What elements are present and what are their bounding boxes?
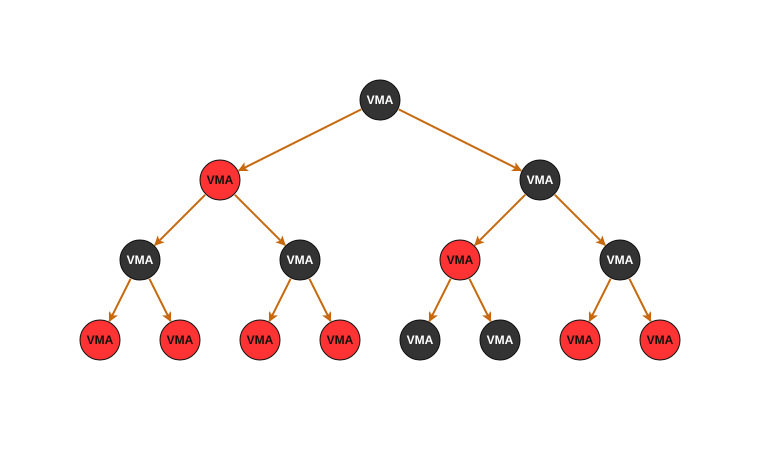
edge-n1-n3 — [154, 194, 206, 246]
node-label: VMA — [287, 253, 314, 267]
node-label: VMA — [207, 173, 234, 187]
node-circle — [479, 319, 521, 361]
tree-node-red: VMA — [239, 319, 281, 361]
node-label: VMA — [607, 253, 634, 267]
node-label: VMA — [647, 333, 674, 347]
tree-node-red: VMA — [639, 319, 681, 361]
node-circle — [159, 319, 201, 361]
edge-n6-n14 — [628, 278, 652, 323]
node-circle — [519, 159, 561, 201]
edges-layer — [108, 108, 652, 323]
edge-n0-n1 — [237, 108, 362, 172]
edge-n0-n2 — [398, 108, 523, 172]
node-label: VMA — [487, 333, 514, 347]
node-label: VMA — [87, 333, 114, 347]
node-circle — [439, 239, 481, 281]
node-circle — [559, 319, 601, 361]
node-label: VMA — [127, 253, 154, 267]
tree-node-red: VMA — [159, 319, 201, 361]
edge-n2-n5 — [474, 194, 526, 246]
node-circle — [199, 159, 241, 201]
tree-node-black: VMA — [399, 319, 441, 361]
edge-n4-n9 — [268, 278, 292, 323]
nodes-layer: VMA VMA VMA VMA VMA VMA VMA VMA VMA VMA VMA VMA VMA V… — [79, 79, 681, 361]
tree-node-red: VMA — [199, 159, 241, 201]
node-circle — [599, 239, 641, 281]
edge-n5-n11 — [428, 278, 452, 323]
node-label: VMA — [167, 333, 194, 347]
edge-n4-n10 — [308, 278, 332, 323]
tree-node-red: VMA — [79, 319, 121, 361]
node-circle — [79, 319, 121, 361]
tree-node-black: VMA — [599, 239, 641, 281]
node-circle — [399, 319, 441, 361]
tree-node-black: VMA — [479, 319, 521, 361]
edge-n6-n13 — [588, 278, 612, 323]
tree-node-black: VMA — [119, 239, 161, 281]
edge-n3-n7 — [108, 278, 132, 323]
node-circle — [119, 239, 161, 281]
node-label: VMA — [447, 253, 474, 267]
edge-n2-n6 — [554, 194, 606, 246]
node-label: VMA — [247, 333, 274, 347]
edge-n3-n8 — [148, 278, 172, 323]
node-circle — [639, 319, 681, 361]
node-label: VMA — [367, 93, 394, 107]
tree-node-black: VMA — [519, 159, 561, 201]
tree-node-red: VMA — [319, 319, 361, 361]
tree-node-red: VMA — [559, 319, 601, 361]
node-circle — [359, 79, 401, 121]
node-label: VMA — [407, 333, 434, 347]
node-label: VMA — [567, 333, 594, 347]
node-circle — [319, 319, 361, 361]
edge-n5-n12 — [468, 278, 492, 323]
node-circle — [239, 319, 281, 361]
tree-node-red: VMA — [439, 239, 481, 281]
node-label: VMA — [527, 173, 554, 187]
tree-node-black: VMA — [279, 239, 321, 281]
edge-n1-n4 — [234, 194, 286, 246]
node-circle — [279, 239, 321, 281]
node-label: VMA — [327, 333, 354, 347]
tree-node-black: VMA — [359, 79, 401, 121]
